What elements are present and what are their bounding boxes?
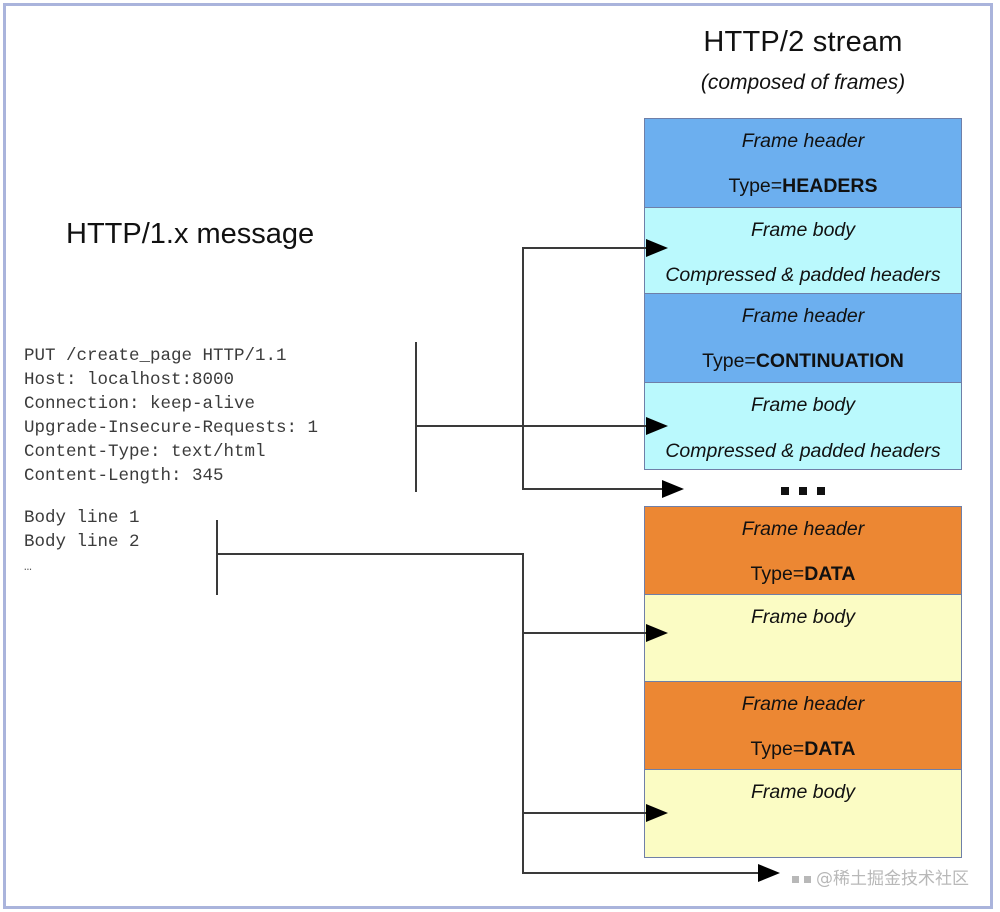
headers-arrow-line-2 (522, 425, 646, 427)
arrow-head-icon (646, 417, 668, 435)
message-line: Upgrade-Insecure-Requests: 1 (24, 418, 319, 438)
frame-body-label: Frame body (750, 781, 856, 803)
arrow-head-icon (662, 480, 684, 498)
arrow-head-icon (646, 624, 668, 642)
body-line: Body line 2 (24, 532, 140, 552)
arrow-head-icon (758, 864, 780, 882)
headers-trunk-line (415, 425, 523, 427)
frame-body-label: Frame body (750, 606, 856, 628)
watermark: @稀土掘金技术社区 (792, 864, 969, 889)
frame-body-data-1: Frame body (645, 595, 961, 682)
message-line: Content-Length: 345 (24, 466, 224, 486)
watermark-text: @稀土掘金技术社区 (816, 869, 969, 889)
frame-type-value: HEADERS (782, 175, 878, 197)
frame-header-headers: Frame header Type=HEADERS (645, 119, 961, 208)
body-riser-line (522, 553, 524, 873)
message-blank-line (24, 488, 318, 506)
frame-body-label: Frame body (750, 219, 856, 241)
frame-body-label: Frame body (750, 394, 856, 416)
frame-body-data-2: Frame body (645, 770, 961, 857)
frame-header-label: Frame header (741, 518, 865, 540)
ellipsis-dot-icon (804, 875, 811, 883)
message-line: PUT /create_page HTTP/1.1 (24, 346, 287, 366)
http2-stream-subtitle: (composed of frames) (700, 71, 906, 94)
frame-type-line: Type=HEADERS (645, 153, 961, 198)
frame-type-value: CONTINUATION (755, 350, 904, 372)
frame-header-continuation: Frame header Type=CONTINUATION (645, 294, 961, 383)
frame-header-label: Frame header (741, 305, 865, 327)
message-line: Content-Type: text/html (24, 442, 266, 462)
frame-type-value: DATA (804, 563, 856, 585)
headers-frame-stack: Frame header Type=HEADERS Frame body Com… (644, 118, 962, 470)
body-brace-line (216, 520, 218, 595)
frame-type-prefix: Type= (750, 738, 805, 760)
http1-message-text: PUT /create_page HTTP/1.1 Host: localhos… (24, 344, 318, 579)
frame-type-line: Type=CONTINUATION (645, 328, 961, 373)
arrow-head-icon (646, 804, 668, 822)
frame-type-value: DATA (804, 738, 856, 760)
body-arrow-line-3 (522, 872, 760, 874)
frame-header-label: Frame header (741, 693, 865, 715)
message-line: Host: localhost:8000 (24, 370, 235, 390)
ellipsis-dot-icon (781, 487, 789, 496)
frame-type-prefix: Type= (750, 563, 805, 585)
frame-type-line: Type=DATA (645, 716, 961, 761)
body-arrow-line-2 (522, 812, 646, 814)
ellipsis-dot-icon (817, 487, 825, 496)
body-ellipsis: … (24, 559, 32, 574)
data-frame-stack: Frame header Type=DATA Frame body Frame … (644, 506, 962, 858)
body-arrow-line-1 (522, 632, 646, 634)
headers-riser-line (522, 247, 524, 488)
http1-message-title: HTTP/1.x message (66, 218, 315, 250)
frame-type-prefix: Type= (728, 175, 783, 197)
frame-header-data-2: Frame header Type=DATA (645, 682, 961, 770)
body-line: Body line 1 (24, 508, 140, 528)
ellipsis-dot-icon (792, 875, 799, 883)
frame-header-data-1: Frame header Type=DATA (645, 507, 961, 595)
frame-body-description: Compressed & padded headers (665, 440, 941, 462)
frame-body-continuation: Frame body Compressed & padded headers (645, 383, 961, 469)
headers-brace-line (415, 342, 417, 492)
message-line: Connection: keep-alive (24, 394, 256, 414)
frame-body-headers: Frame body Compressed & padded headers (645, 208, 961, 294)
http2-stream-title: HTTP/2 stream (703, 26, 903, 58)
headers-arrow-line-3 (522, 488, 670, 490)
frame-type-line: Type=DATA (645, 541, 961, 586)
frame-type-prefix: Type= (702, 350, 756, 372)
frame-header-label: Frame header (741, 130, 865, 152)
arrow-head-icon (646, 239, 668, 257)
body-trunk-line (216, 553, 523, 555)
frames-continue-ellipsis (644, 476, 962, 502)
ellipsis-dot-icon (799, 487, 807, 496)
frame-body-description: Compressed & padded headers (665, 264, 941, 286)
headers-arrow-line-1 (522, 247, 646, 249)
